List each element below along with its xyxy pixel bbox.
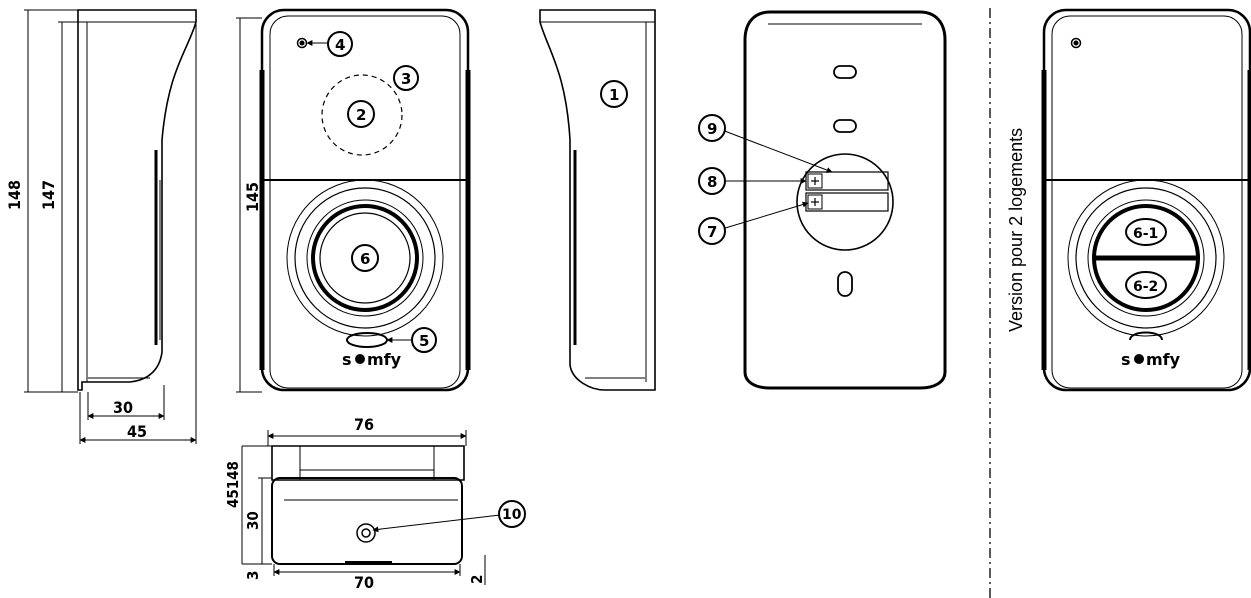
side-view-left (77, 9, 197, 391)
dimension-3: 3 (244, 571, 262, 580)
camera-icon (296, 37, 308, 49)
back-view (743, 10, 947, 390)
svg-text:3: 3 (401, 70, 411, 88)
logo-o-two-dwellings (1134, 354, 1144, 364)
dimension-lines-left (24, 9, 197, 444)
callout-5: 5 (386, 327, 437, 353)
dimension-2: 2 (468, 575, 486, 584)
camera-icon-two-dwellings (1070, 37, 1082, 49)
version-label: Version pour 2 logements (1006, 128, 1026, 332)
bottom-view (271, 445, 465, 565)
dimension-147: 147 (39, 180, 58, 210)
callout-2: 2 (347, 100, 375, 128)
svg-text:4: 4 (335, 36, 345, 54)
dimension-45-side: 45 (127, 422, 147, 441)
logo-mfy-two-dwellings: mfy (1146, 350, 1181, 369)
svg-text:5: 5 (419, 332, 429, 350)
svg-text:10: 10 (502, 507, 522, 523)
dimension-lines-front (236, 17, 262, 393)
terminal-plus-icons (811, 177, 819, 206)
svg-text:2: 2 (356, 106, 366, 124)
front-view-two-dwellings (1041, 8, 1251, 392)
front-view (259, 8, 471, 392)
dimension-70: 70 (354, 573, 374, 592)
dimension-lines-bottom (241, 430, 486, 585)
logo-mfy: mfy (367, 350, 402, 369)
svg-text:6: 6 (360, 250, 370, 268)
svg-text:6-2: 6-2 (1133, 279, 1158, 295)
svg-text:8: 8 (707, 173, 717, 191)
callout-8: 8 (698, 167, 807, 195)
callout-4: 4 (306, 31, 353, 57)
callout-7: 7 (698, 201, 809, 245)
svg-text:1: 1 (609, 86, 619, 104)
dimension-30-bottom: 30 (244, 511, 262, 530)
dimension-76: 76 (354, 415, 374, 434)
dimension-45148: 45148 (224, 461, 242, 508)
callout-10: 10 (372, 500, 526, 533)
callout-6-1: 6-1 (1125, 218, 1167, 246)
logo-s-left: s (342, 350, 352, 369)
svg-text:6-1: 6-1 (1133, 226, 1158, 242)
logo-s-left-two-dwellings: s (1121, 350, 1131, 369)
callout-1: 1 (600, 80, 628, 108)
side-view-right (539, 9, 656, 391)
callout-6: 6 (351, 244, 379, 272)
callout-6-2: 6-2 (1125, 271, 1167, 299)
dimension-145: 145 (243, 182, 262, 212)
callout-9: 9 (698, 114, 833, 173)
logo-o (355, 354, 365, 364)
dimension-148: 148 (5, 180, 24, 210)
dimension-30-side: 30 (113, 398, 133, 417)
svg-text:9: 9 (707, 120, 717, 138)
svg-text:7: 7 (707, 223, 717, 241)
callout-3: 3 (393, 65, 419, 91)
